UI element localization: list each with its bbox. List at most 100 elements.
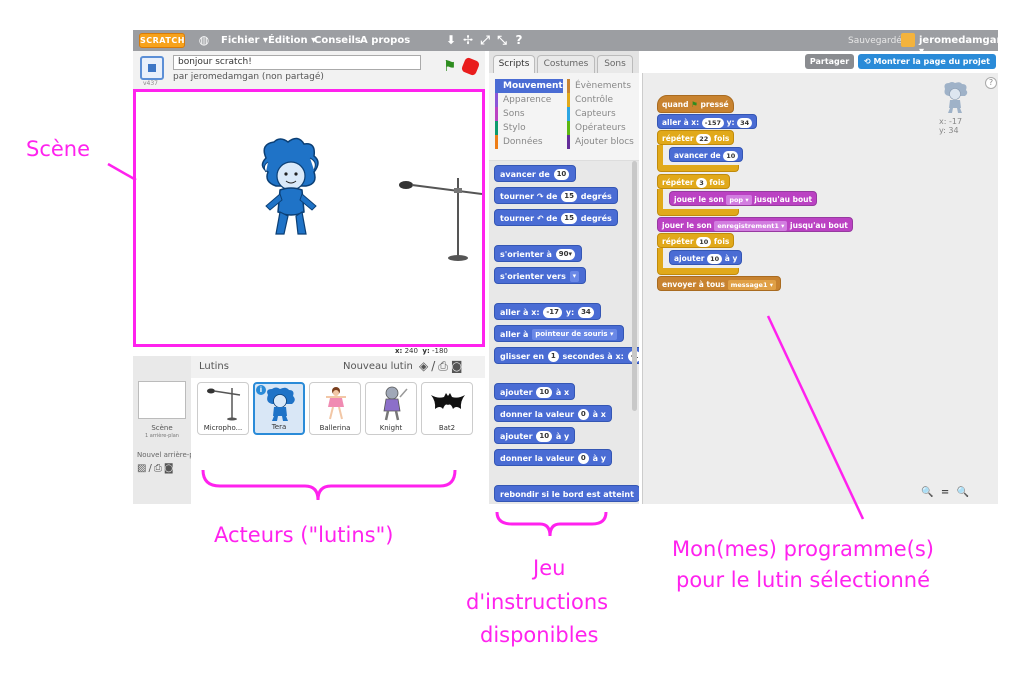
camera-icon[interactable]: ◙ <box>450 359 466 373</box>
fullscreen-button[interactable] <box>140 56 164 80</box>
block-donner-x[interactable]: donner la valeur 0 à x <box>494 405 612 422</box>
sprite-tile-microphone[interactable]: Micropho... <box>197 382 249 435</box>
category-capteurs[interactable]: Capteurs <box>567 107 635 121</box>
sprite-tile-knight[interactable]: Knight <box>365 382 417 435</box>
menu-apropos[interactable]: A propos <box>360 35 411 46</box>
block-input[interactable]: 34 <box>737 118 753 128</box>
globe-icon[interactable]: ◍ <box>198 33 210 47</box>
block-orienter-vers[interactable]: s'orienter vers ▾ <box>494 267 587 284</box>
help-icon[interactable]: ? <box>515 33 523 47</box>
block-dropdown[interactable]: enregistrement1 ▾ <box>714 221 788 231</box>
block-dropdown[interactable]: pointeur de souris ▾ <box>532 329 617 340</box>
block-input[interactable]: 1 <box>547 351 559 362</box>
scratch-logo[interactable]: SCRATCH <box>139 33 185 48</box>
shrink-icon[interactable]: ⤡ <box>497 33 507 47</box>
block-repeter-3[interactable]: répéter 3 fois <box>657 174 730 189</box>
block-jouer-son-enregistrement[interactable]: jouer le son enregistrement1 ▾ jusqu'au … <box>657 217 853 232</box>
block-input[interactable]: 0 <box>577 409 589 420</box>
block-aller-xy[interactable]: aller à x: -157 y: 34 <box>657 114 758 129</box>
block-ajouter-x[interactable]: ajouter 10 à x <box>494 383 576 400</box>
help-icon[interactable]: ? <box>985 77 997 89</box>
block-input[interactable]: 0 <box>577 453 589 464</box>
block-input[interactable]: 90▾ <box>555 249 575 260</box>
block-input[interactable]: -157 <box>701 118 725 128</box>
share-button[interactable]: Partager <box>805 54 854 69</box>
block-input[interactable]: 10 <box>723 151 739 161</box>
hat-when-flag-clicked[interactable]: quand ⚑ pressé <box>657 95 734 113</box>
block-input[interactable]: 22 <box>696 134 712 144</box>
palette-scrollbar[interactable] <box>632 161 637 411</box>
scene-label: Scène <box>151 424 173 432</box>
block-tourner-droite[interactable]: tourner ↷ de 15 degrés <box>494 187 618 204</box>
script-area[interactable]: quand ⚑ pressé aller à x: -157 y: 34 rép… <box>642 73 998 504</box>
block-input[interactable]: 15 <box>561 191 577 202</box>
upload-icon[interactable]: ⎙ <box>153 463 164 474</box>
category-operateurs[interactable]: Opérateurs <box>567 121 635 135</box>
category-controle[interactable]: Contrôle <box>567 93 635 107</box>
camera-icon[interactable]: ◙ <box>163 463 176 474</box>
block-repeter-22[interactable]: répéter 22 fois <box>657 130 735 145</box>
image-icon[interactable]: ▨ <box>137 463 149 474</box>
green-flag-icon[interactable]: ⚑ <box>443 57 457 75</box>
sprite-tile-ballerina[interactable]: Ballerina <box>309 382 361 435</box>
show-project-page-button[interactable]: ⟲ Montrer la page du projet <box>858 54 996 69</box>
cut-icon[interactable]: ✢ <box>462 33 474 47</box>
block-ajouter-y[interactable]: ajouter 10 à y <box>494 427 576 444</box>
tab-costumes[interactable]: Costumes <box>537 55 595 73</box>
user-menu[interactable]: jeromedamgan ▾ <box>919 35 1004 57</box>
block-ajouter-y[interactable]: ajouter 10 à y <box>669 250 743 265</box>
library-icon[interactable]: ◈ <box>419 359 432 373</box>
microphone-sprite[interactable] <box>398 174 482 264</box>
block-envoyer-a-tous[interactable]: envoyer à tous message1 ▾ <box>657 276 782 291</box>
stage[interactable] <box>133 89 485 347</box>
category-stylo[interactable]: Stylo <box>495 121 563 135</box>
block-aller-xy[interactable]: aller à x: -17 y: 34 <box>494 303 601 320</box>
category-apparence[interactable]: Apparence <box>495 93 563 107</box>
sprite-tile-tera[interactable]: i Tera <box>253 382 305 435</box>
scene-thumbnail[interactable] <box>138 381 186 419</box>
tab-sons[interactable]: Sons <box>597 55 633 73</box>
block-jouer-son-pop[interactable]: jouer le son pop ▾ jusqu'au bout <box>669 191 818 206</box>
block-repeter-10[interactable]: répéter 10 fois <box>657 233 735 248</box>
block-aller-a[interactable]: aller à pointeur de souris ▾ <box>494 325 624 342</box>
menu-conseils[interactable]: Conseils <box>314 35 361 46</box>
project-title-input[interactable]: bonjour scratch! <box>173 55 421 70</box>
category-evenements[interactable]: Évènements <box>567 79 635 93</box>
block-input[interactable]: 34 <box>578 307 594 318</box>
paint-icon[interactable]: / <box>148 463 154 474</box>
menu-edition[interactable]: Édition ▾ <box>268 35 317 46</box>
sprite-tile-bat2[interactable]: Bat2 <box>421 382 473 435</box>
info-icon[interactable]: i <box>256 385 266 395</box>
block-avancer[interactable]: avancer de 10 <box>494 165 577 182</box>
block-tourner-gauche[interactable]: tourner ↶ de 15 degrés <box>494 209 618 226</box>
block-dropdown[interactable]: ▾ <box>569 271 580 282</box>
block-input[interactable]: 10 <box>536 387 553 398</box>
category-donnees[interactable]: Données <box>495 135 563 149</box>
block-input[interactable]: 10 <box>553 169 570 180</box>
show-page-label: Montrer la page du projet <box>873 57 990 66</box>
category-ajouter-blocs[interactable]: Ajouter blocs <box>567 135 635 149</box>
block-input[interactable]: 10 <box>696 237 712 247</box>
block-rebondir[interactable]: rebondir si le bord est atteint <box>494 485 639 502</box>
paint-icon[interactable]: / <box>431 359 439 373</box>
block-donner-y[interactable]: donner la valeur 0 à y <box>494 449 612 466</box>
tera-sprite[interactable] <box>258 136 324 240</box>
grow-icon[interactable]: ⤢ <box>480 33 490 47</box>
block-input[interactable]: -17 <box>543 307 563 318</box>
category-sons[interactable]: Sons <box>495 107 563 121</box>
block-dropdown[interactable]: pop ▾ <box>726 195 752 205</box>
block-input[interactable]: 10 <box>536 431 553 442</box>
block-orienter-a[interactable]: s'orienter à 90▾ <box>494 245 582 262</box>
user-avatar-icon[interactable] <box>901 33 915 47</box>
block-input[interactable]: 15 <box>561 213 577 224</box>
duplicate-icon[interactable]: ⬇ <box>445 33 457 47</box>
category-mouvement[interactable]: Mouvement <box>495 79 563 93</box>
tab-scripts[interactable]: Scripts <box>493 55 535 73</box>
block-dropdown[interactable]: message1 ▾ <box>727 280 777 290</box>
block-input[interactable]: 3 <box>696 178 707 188</box>
zoom-controls[interactable]: 🔍 = 🔍 <box>921 487 972 498</box>
menu-fichier[interactable]: Fichier ▾ <box>221 35 268 46</box>
block-avancer[interactable]: avancer de 10 <box>669 147 744 162</box>
block-input[interactable]: 10 <box>707 254 723 264</box>
upload-icon[interactable]: ⎙ <box>438 359 451 373</box>
